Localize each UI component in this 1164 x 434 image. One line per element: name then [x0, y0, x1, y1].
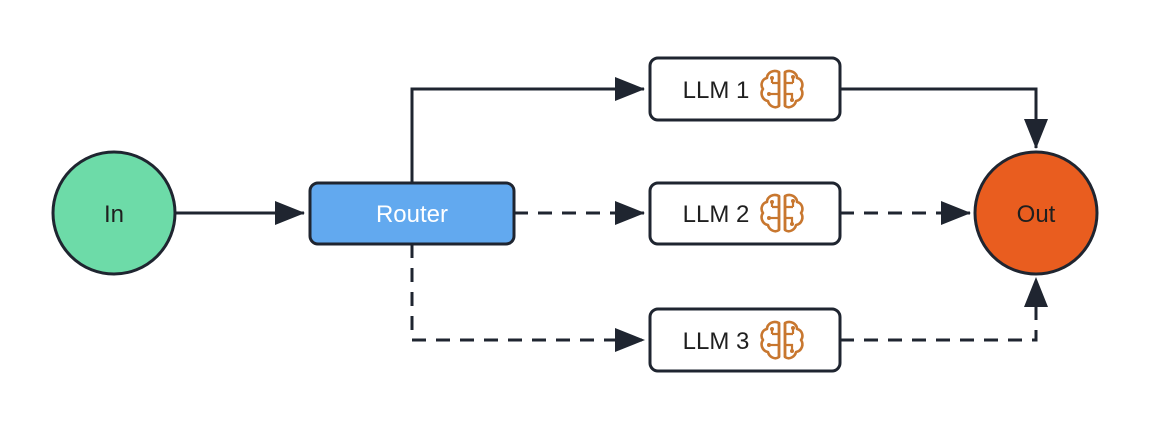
edge-llm1-output — [840, 87, 1048, 149]
node-llm1: LLM 1 — [648, 56, 842, 122]
llm3-label: LLM 3 — [683, 328, 750, 355]
input-circle — [51, 150, 177, 276]
node-input: In — [51, 150, 177, 276]
node-output: Out — [973, 150, 1099, 276]
router-label: Router — [376, 201, 448, 228]
input-label: In — [104, 201, 124, 228]
llm2-label: LLM 2 — [683, 201, 750, 228]
node-router: Router — [308, 181, 516, 246]
output-label: Out — [1017, 201, 1056, 228]
node-llm2: LLM 2 — [648, 181, 842, 246]
router-box — [308, 181, 516, 246]
llm1-label: LLM 1 — [683, 77, 750, 104]
edge-router-llm3 — [410, 244, 645, 352]
edge-llm3-output — [840, 277, 1048, 342]
output-circle — [973, 150, 1099, 276]
node-llm3: LLM 3 — [648, 307, 842, 373]
edge-router-llm1 — [410, 77, 645, 183]
